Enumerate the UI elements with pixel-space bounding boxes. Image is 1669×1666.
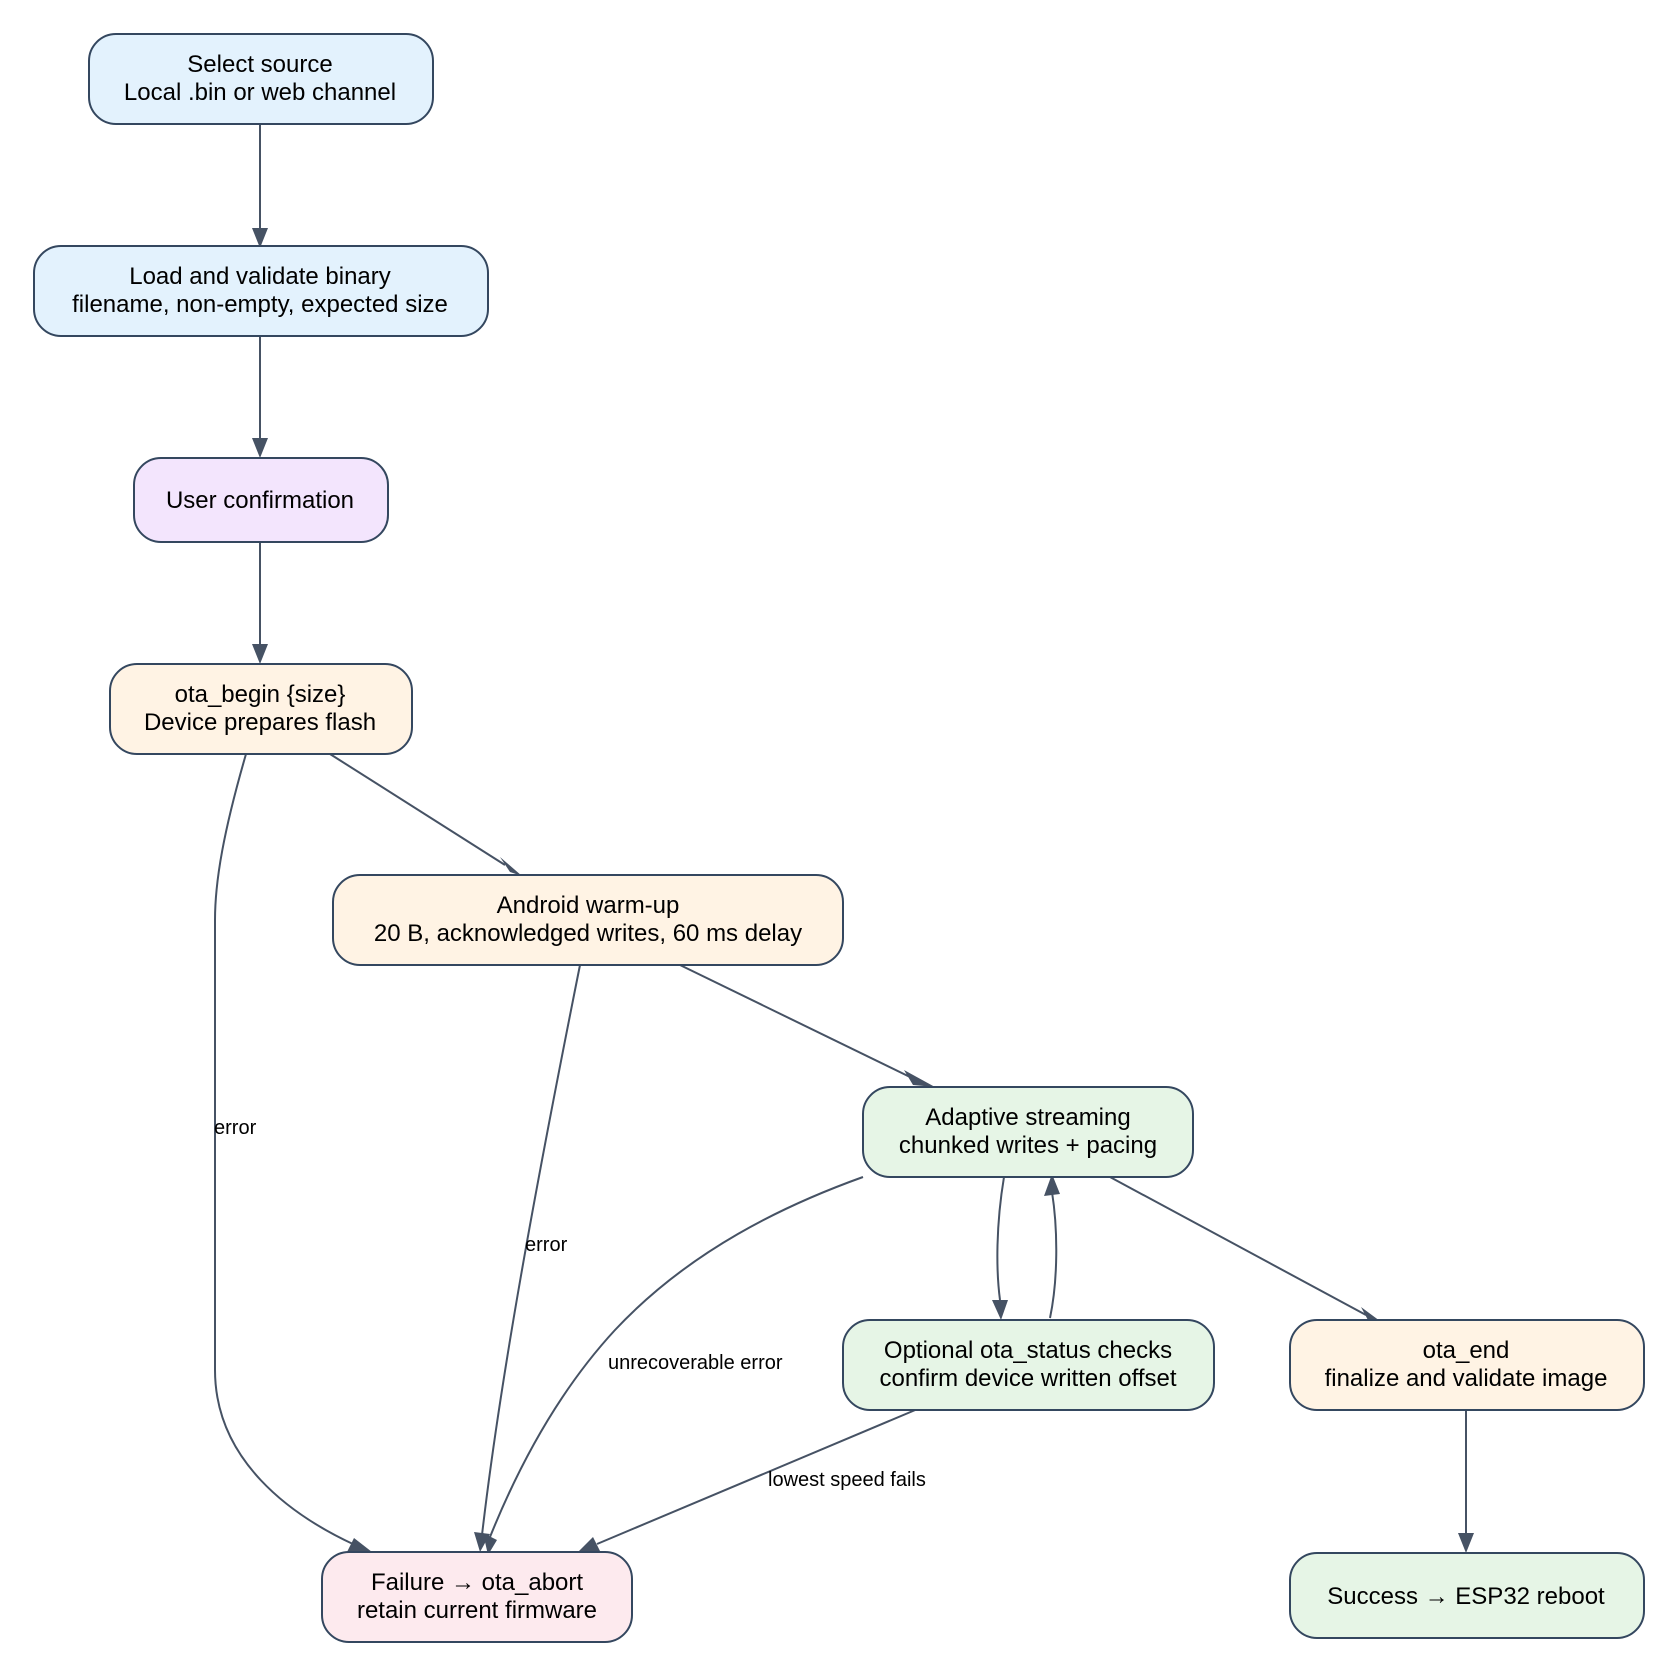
edge-confirm-to-begin <box>252 542 268 664</box>
edge-streaming-to-status <box>992 1176 1008 1320</box>
node-select-source: Select source Local .bin or web channel <box>88 33 434 125</box>
node-ota-status-checks-title: Optional ota_status checks <box>884 1337 1172 1364</box>
node-ota-end-detail: finalize and validate image <box>1325 1365 1608 1392</box>
edge-warmup-to-streaming <box>679 964 935 1087</box>
edge-begin-to-failure <box>214 753 372 1552</box>
edge-end-to-success <box>1458 1410 1474 1553</box>
node-adaptive-streaming-title: Adaptive streaming <box>925 1104 1130 1131</box>
node-ota-begin: ota_begin {size} Device prepares flash <box>109 663 413 755</box>
edge-status-to-failure <box>578 1407 921 1552</box>
edge-label-begin-error: error <box>214 1117 257 1139</box>
edge-streaming-to-end <box>1109 1176 1384 1324</box>
node-ota-end: ota_end finalize and validate image <box>1289 1319 1645 1411</box>
node-ota-end-title: ota_end <box>1423 1337 1510 1364</box>
edge-begin-to-warmup <box>329 753 522 876</box>
node-ota-begin-title: ota_begin {size} <box>175 681 346 708</box>
edge-status-to-streaming <box>1044 1174 1060 1319</box>
edge-label-unrecoverable-error: unrecoverable error <box>608 1352 783 1374</box>
node-select-source-detail: Local .bin or web channel <box>124 79 396 106</box>
edge-warmup-to-failure <box>474 964 581 1552</box>
node-adaptive-streaming-detail: chunked writes + pacing <box>899 1132 1157 1159</box>
node-success-title: Success → ESP32 reboot <box>1327 1583 1605 1610</box>
node-android-warmup-detail: 20 B, acknowledged writes, 60 ms delay <box>374 920 802 947</box>
node-android-warmup: Android warm-up 20 B, acknowledged write… <box>332 874 844 966</box>
edge-load-to-confirm <box>252 336 268 458</box>
node-failure-title: Failure → ota_abort <box>371 1569 583 1596</box>
node-adaptive-streaming: Adaptive streaming chunked writes + paci… <box>862 1086 1194 1178</box>
node-select-source-title: Select source <box>187 51 332 78</box>
node-ota-status-checks-detail: confirm device written offset <box>879 1365 1176 1392</box>
node-ota-status-checks: Optional ota_status checks confirm devic… <box>842 1319 1215 1411</box>
edge-streaming-to-failure <box>483 1176 864 1555</box>
edge-select-to-load <box>252 124 268 248</box>
node-android-warmup-title: Android warm-up <box>497 892 680 919</box>
node-user-confirmation-title: User confirmation <box>166 487 354 514</box>
node-ota-begin-detail: Device prepares flash <box>144 709 376 736</box>
node-load-validate: Load and validate binary filename, non-e… <box>33 245 489 337</box>
node-load-validate-detail: filename, non-empty, expected size <box>72 291 448 318</box>
node-user-confirmation: User confirmation <box>133 457 389 543</box>
node-load-validate-title: Load and validate binary <box>129 263 391 290</box>
edge-label-lowest-speed-fails: lowest speed fails <box>768 1469 926 1491</box>
node-success: Success → ESP32 reboot <box>1289 1552 1645 1639</box>
node-failure: Failure → ota_abort retain current firmw… <box>321 1551 633 1643</box>
edge-label-warmup-error: error <box>525 1234 568 1256</box>
node-failure-detail: retain current firmware <box>357 1597 597 1624</box>
